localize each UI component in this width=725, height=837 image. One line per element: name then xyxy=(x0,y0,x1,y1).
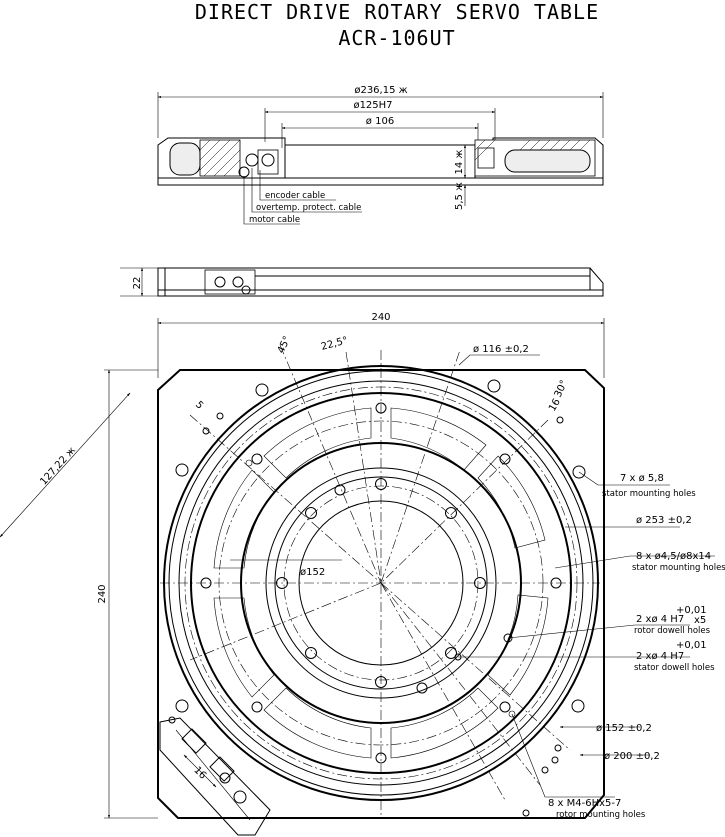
left-section-hatch xyxy=(169,139,279,178)
motor-cable-label: motor cable xyxy=(249,215,300,225)
dim-height-14: 14 ж xyxy=(454,150,465,175)
dim-small-top-left: 5 xyxy=(193,399,205,411)
dim-height-5-5: 5,5 ж xyxy=(454,182,465,210)
callout-rotor-dowel-desc: rotor dowell holes xyxy=(634,626,711,636)
callout-rotor-dowel: 2 xø 4 H7 xyxy=(636,614,684,625)
callout-thread: 8 x M4-6Hx5-7 xyxy=(548,798,621,809)
side-view: 22 xyxy=(120,267,604,297)
drawing-subtitle: ACR-106UT xyxy=(338,26,455,50)
angle-22-5: 22,5° xyxy=(320,335,349,353)
outer-holes xyxy=(168,379,586,817)
section-view: ø236,15 ж ø125H7 ø 106 xyxy=(157,85,604,225)
callout-8-holes: 8 x ø4,5/ø8x14 xyxy=(636,551,711,562)
callout-d152: ø 152 ±0,2 xyxy=(596,723,652,734)
rotor-dowel-x5: x5 xyxy=(694,615,706,626)
rotor-holes xyxy=(276,478,513,694)
angle-30: 30° xyxy=(553,379,570,400)
segment-pads xyxy=(213,407,549,759)
callout-d253: ø 253 ±0,2 xyxy=(636,515,692,526)
dim-side-height: 22 xyxy=(132,277,143,290)
right-section-hatch xyxy=(474,139,596,177)
overtemp-cable-label: overtemp. protect. cable xyxy=(256,203,361,213)
angle-45: 45° xyxy=(276,335,293,356)
callout-d200: ø 200 ±0,2 xyxy=(604,751,660,762)
dim-16-top: 16 xyxy=(547,397,563,414)
top-view: 240 240 127,22 ж 16 xyxy=(0,312,725,836)
callout-7-holes-desc: stator mounting holes xyxy=(602,489,696,499)
dim-bore-h7: ø125H7 xyxy=(353,100,392,111)
dim-height-240: 240 xyxy=(97,584,108,603)
callout-8-holes-desc: stator mounting holes xyxy=(632,563,725,573)
dim-16-bottom: 16 xyxy=(191,765,208,782)
drawing-title: DIRECT DRIVE ROTARY SERVO TABLE xyxy=(195,0,599,24)
stator-holes xyxy=(200,402,562,764)
callout-stator-dowel-desc: stator dowell holes xyxy=(634,663,715,673)
stator-dowel-tolerance: +0,01 xyxy=(676,640,707,651)
rotor-dowel-tolerance: +0,01 xyxy=(676,605,707,616)
center-diameter-152: ø152 xyxy=(300,567,325,578)
dim-outer-diameter: ø236,15 ж xyxy=(354,85,407,96)
dim-diagonal: 127,22 ж xyxy=(38,445,78,487)
dim-inner-diameter: ø 106 xyxy=(366,116,394,127)
callout-7-holes: 7 x ø 5,8 xyxy=(620,473,664,484)
callout-stator-dowel: 2 xø 4 H7 xyxy=(636,651,684,662)
encoder-cable-label: encoder cable xyxy=(265,191,325,201)
callout-leaders: ø 116 ±0,2 7 x ø 5,8 stator mounting hol… xyxy=(458,344,725,820)
dim-width-240: 240 xyxy=(371,312,390,323)
callout-d116: ø 116 ±0,2 xyxy=(473,344,529,355)
callout-thread-desc: rotor mounting holes xyxy=(556,810,646,820)
